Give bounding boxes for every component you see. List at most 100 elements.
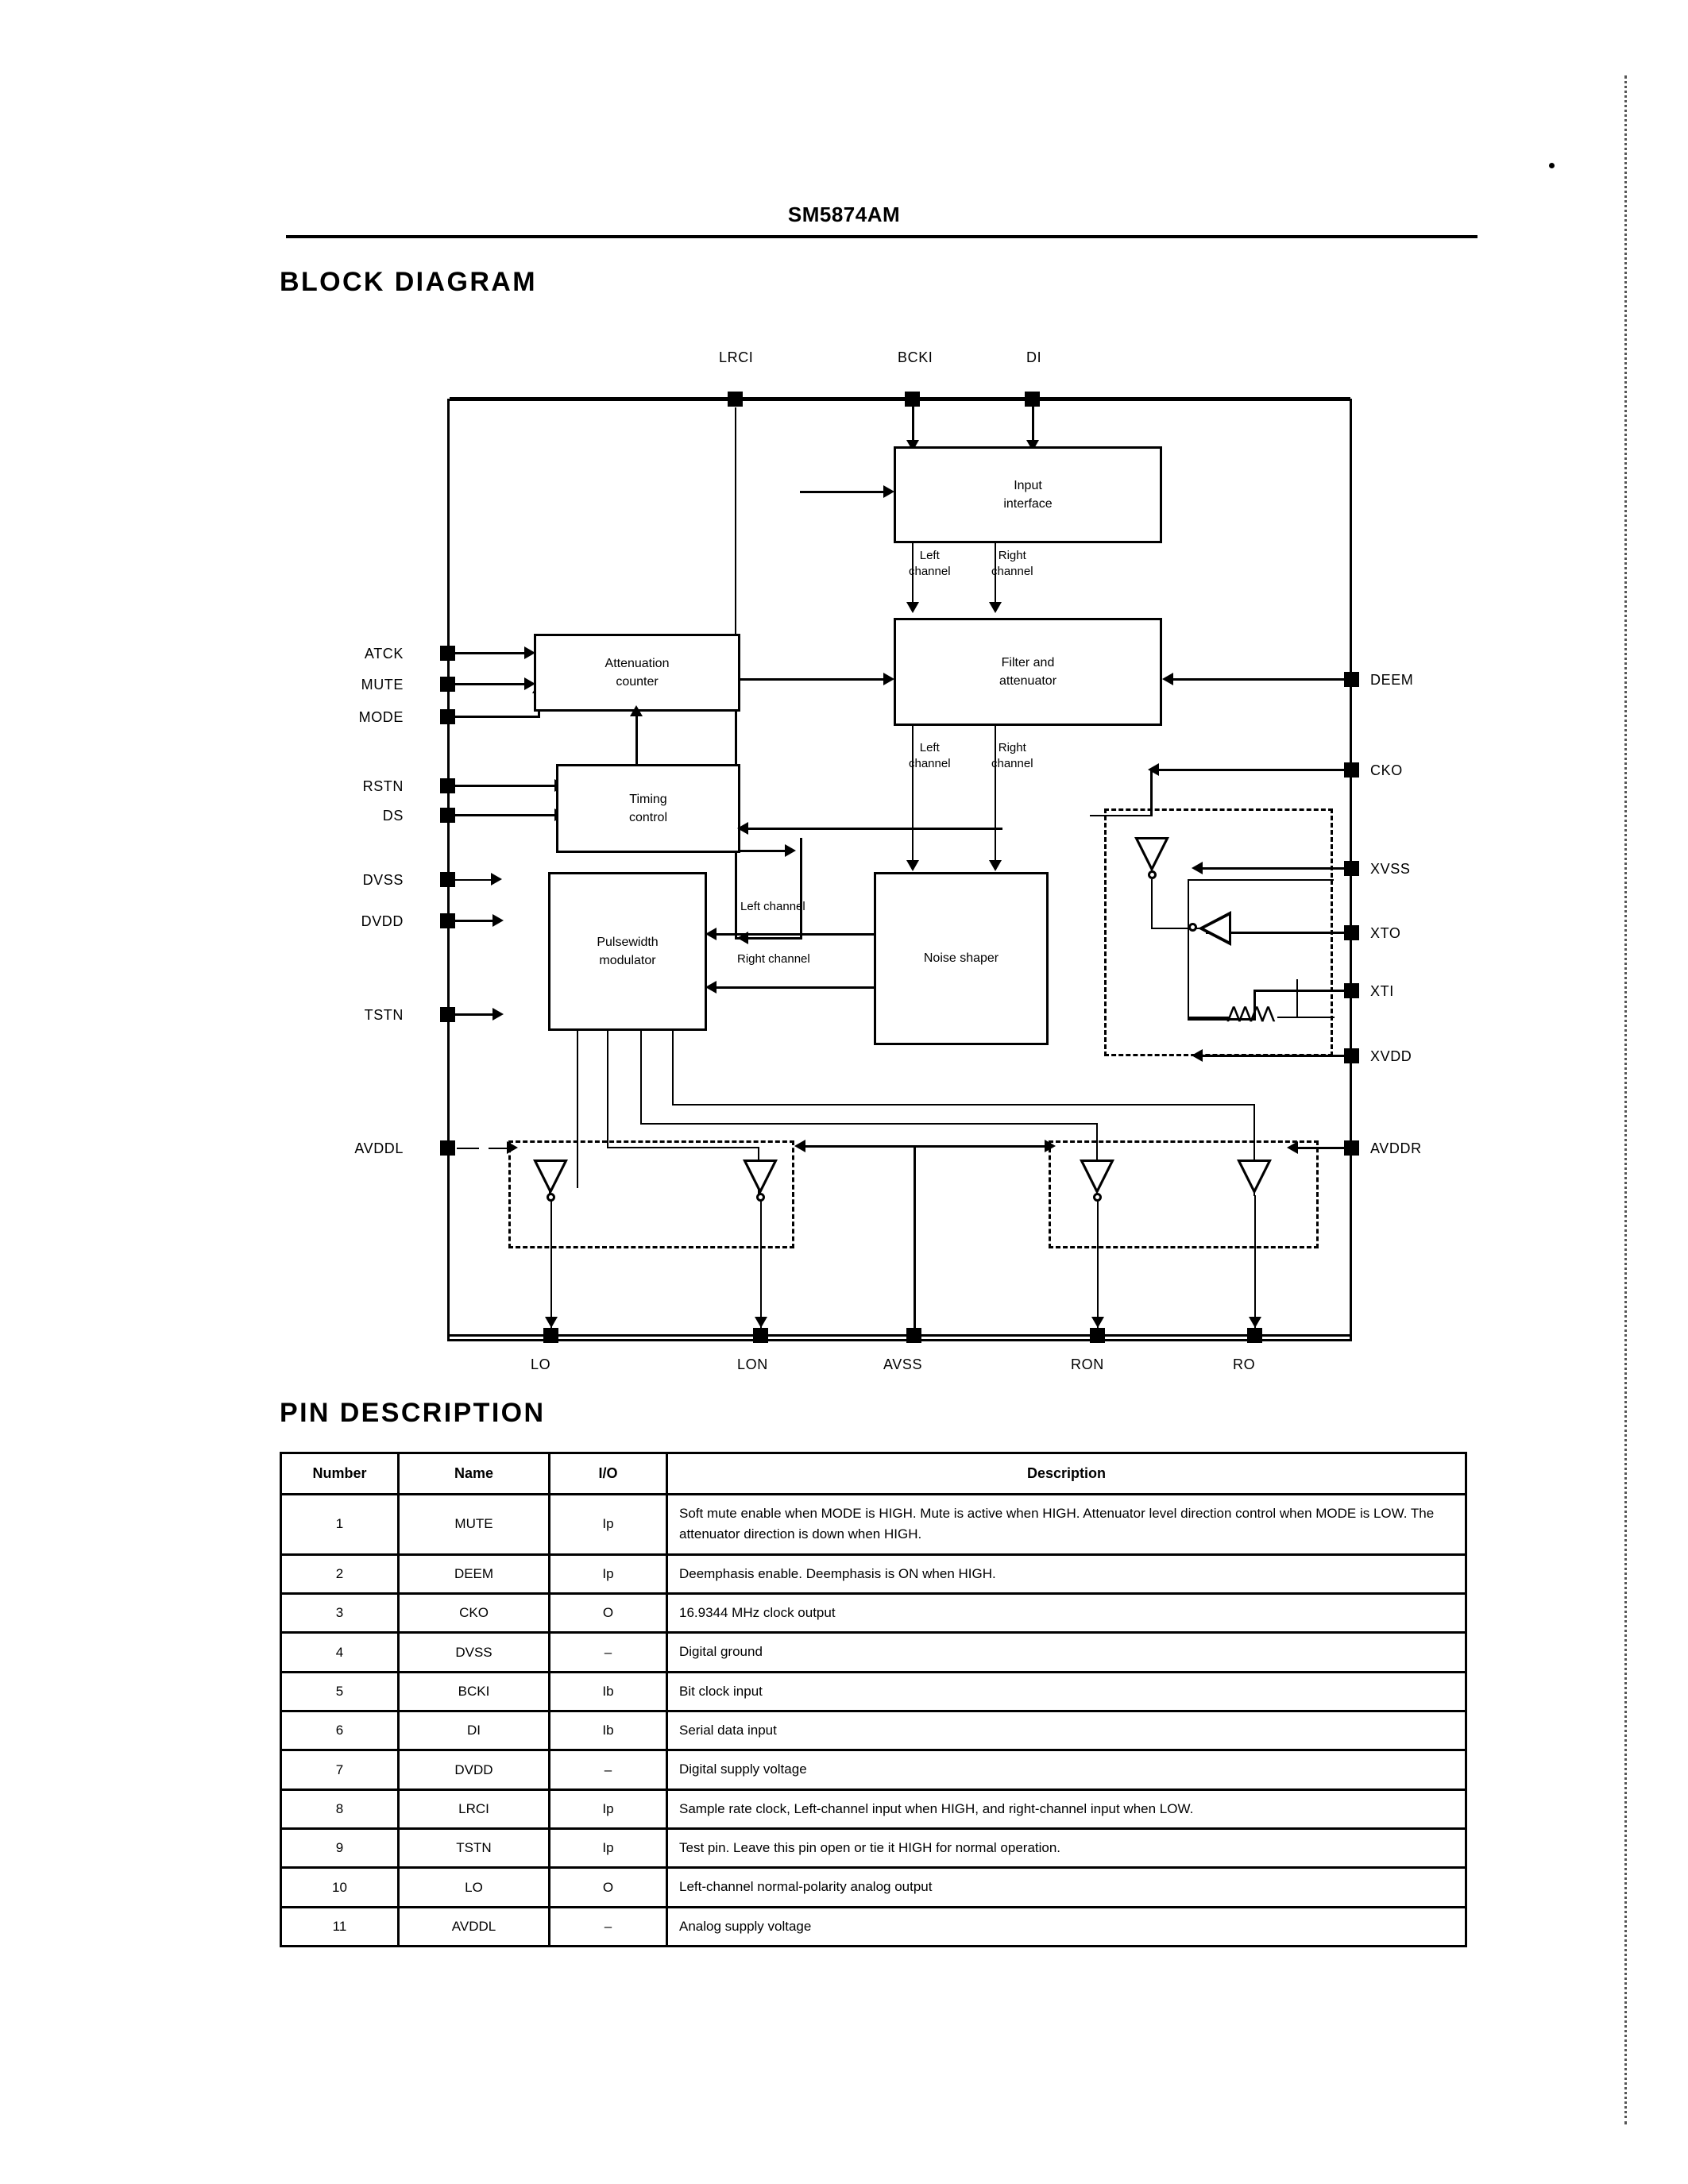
wire-xti	[1253, 990, 1346, 992]
wire-atten-to-filter	[740, 678, 890, 681]
pin-label-atck: ATCK	[364, 646, 404, 662]
wire-label-right-channel-1: Right channel	[991, 548, 1033, 581]
analog-right-driver-group	[1049, 1140, 1319, 1248]
buffer-lon-bubble-icon	[756, 1193, 765, 1202]
wire-xto	[1206, 932, 1346, 934]
inverter-osc-1-bubble-icon	[1148, 870, 1157, 879]
block-diagram-figure: LRCI BCKI DI ATCK MUTE MODE RSTN	[0, 310, 1688, 1390]
cell-description: Left-channel normal-polarity analog outp…	[666, 1866, 1467, 1908]
cell-description: Deemphasis enable. Deemphasis is ON when…	[666, 1553, 1467, 1596]
block-timing-line1: Timing	[629, 792, 667, 806]
wire-pwm-join-2	[607, 1147, 759, 1148]
arrow-timing-feedback-in	[737, 822, 748, 835]
block-input-interface: Input interface	[894, 446, 1162, 543]
cell-description: Analog supply voltage	[666, 1905, 1467, 1948]
wire-timing-to-atten	[635, 713, 638, 766]
column-header-number: Number	[280, 1452, 400, 1495]
pin-pad-rstn	[440, 778, 455, 793]
table-row: 2 DEEM Ip Deemphasis enable. Deemphasis …	[280, 1553, 1467, 1596]
arrow-filt-left-into-ns	[906, 860, 919, 871]
cell-description: Test pin. Leave this pin open or tie it …	[666, 1827, 1467, 1870]
wire-osc-res-left	[1188, 928, 1189, 1018]
pin-label-lo: LO	[531, 1356, 551, 1372]
margin-tick-mark	[1549, 163, 1555, 168]
pin-label-ron: RON	[1071, 1356, 1104, 1372]
cell-name: AVDDL	[397, 1905, 550, 1948]
wire-rstn	[455, 785, 558, 787]
arrow-avddr	[1287, 1141, 1298, 1154]
column-header-name: Name	[397, 1452, 550, 1495]
wire-res-right	[1277, 1017, 1335, 1018]
wire-top-rail	[450, 397, 1350, 399]
block-pwm-line2: modulator	[599, 954, 656, 967]
wire-label-right-channel-2: Right channel	[991, 740, 1033, 773]
table-row: 10 LO O Left-channel normal-polarity ana…	[280, 1866, 1467, 1908]
pin-label-di: DI	[1026, 349, 1042, 365]
cell-name: DEEM	[397, 1553, 550, 1596]
wire-label-left-channel-1: Left channel	[909, 548, 951, 581]
pin-pad-dvdd	[440, 913, 455, 928]
block-pwm-line1: Pulsewidth	[597, 935, 659, 949]
wire-cko	[1150, 769, 1346, 771]
inverter-osc-2-icon	[1198, 911, 1231, 946]
wire-label-right-channel-3: Right channel	[737, 952, 810, 966]
buffer-lo-icon	[533, 1160, 568, 1194]
wire-xti-to-res	[1188, 1018, 1256, 1021]
cell-name: BCKI	[397, 1670, 550, 1713]
inverter-osc-2-bubble-icon	[1188, 923, 1197, 932]
arrow-deem-into-filter	[1162, 673, 1173, 685]
wire-pwm-drop-4	[1253, 1104, 1255, 1196]
block-filter-line2: attenuator	[999, 674, 1057, 688]
pin-label-deem: DEEM	[1370, 672, 1414, 688]
pin-label-xto: XTO	[1370, 925, 1401, 941]
wire-ii-right-ch	[995, 543, 996, 612]
section-heading-pin-description: PIN DESCRIPTION	[280, 1398, 546, 1428]
wire-osc-region-to-cko	[1104, 815, 1150, 816]
pin-pad-mode	[440, 709, 455, 724]
cell-io: Ip	[548, 1553, 668, 1596]
table-row: 8 LRCI Ip Sample rate clock, Left-channe…	[280, 1788, 1467, 1831]
section-heading-block-diagram: BLOCK DIAGRAM	[280, 267, 537, 297]
arrow-filt-right-into-ns	[989, 860, 1002, 871]
wire-osc-1-to-2	[1151, 928, 1219, 929]
buffer-ron-icon	[1080, 1160, 1114, 1194]
wire-dvss	[455, 879, 495, 881]
wire-timing-feedback	[740, 828, 1002, 830]
wire-avddl-stub2	[489, 1148, 511, 1149]
table-row: 3 CKO O 16.9344 MHz clock output	[280, 1592, 1467, 1634]
wire-avss-up	[914, 1145, 916, 1331]
pin-pad-avddr	[1344, 1140, 1359, 1156]
cell-number: 8	[280, 1788, 400, 1831]
pin-pad-cko	[1344, 762, 1359, 778]
arrow-dvdd	[492, 914, 504, 927]
cell-description: Bit clock input	[666, 1670, 1467, 1713]
arrow-lon-out	[755, 1317, 767, 1328]
wire-label-left-channel-3: Left channel	[740, 900, 805, 913]
pin-pad-xto	[1344, 925, 1359, 940]
arrow-atck-into-attenuation-counter	[524, 646, 535, 659]
arrow-ns-right-into-pwm	[705, 981, 717, 994]
arrow-atten-into-filter	[883, 673, 894, 685]
wire-avss-bus	[800, 1145, 1053, 1148]
pin-pad-atck	[440, 646, 455, 661]
pin-label-ro: RO	[1233, 1356, 1256, 1372]
block-atten-line2: counter	[616, 675, 659, 689]
wire-res-left	[1188, 1017, 1229, 1018]
cell-name: MUTE	[397, 1493, 550, 1556]
cell-number: 7	[280, 1749, 400, 1791]
pin-pad-avss	[906, 1328, 921, 1343]
wire-ron-up	[1097, 1195, 1099, 1330]
pin-label-dvss: DVSS	[362, 872, 404, 888]
cell-io: Ib	[548, 1670, 668, 1713]
pin-label-lrci: LRCI	[719, 349, 754, 365]
block-timing-line2: control	[628, 811, 668, 824]
buffer-ro-icon	[1237, 1160, 1272, 1194]
block-filter-line1: Filter and	[1001, 655, 1055, 669]
pin-label-dvdd: DVDD	[361, 913, 404, 929]
column-header-description: Description	[666, 1452, 1467, 1495]
table-header-row: Number Name I/O Description	[280, 1452, 1467, 1495]
arrow-ii-left-into-filter	[906, 602, 919, 613]
wire-dvdd	[455, 920, 496, 922]
pin-label-cko: CKO	[1370, 762, 1403, 778]
